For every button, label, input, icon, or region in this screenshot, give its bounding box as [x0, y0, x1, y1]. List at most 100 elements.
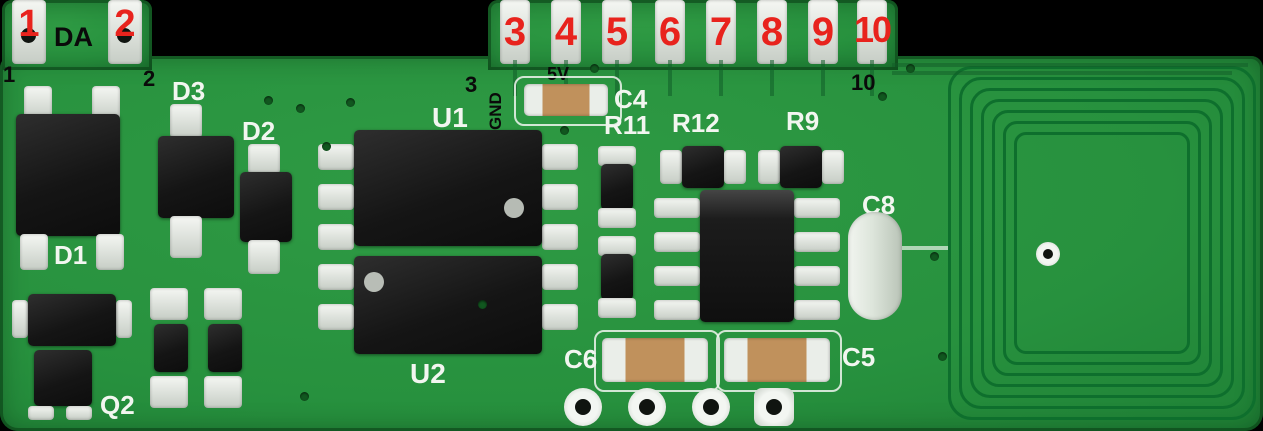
- label-d2: D2: [242, 116, 276, 146]
- edge-number-10: 10: [851, 70, 876, 95]
- r9-pad: [758, 150, 780, 184]
- via: [590, 64, 599, 73]
- capacitor-c5: [724, 338, 830, 382]
- u1-pad: [542, 144, 578, 170]
- label-5v: 5V: [547, 64, 570, 84]
- label-c5: C5: [842, 342, 876, 372]
- pin-pad-3: [500, 0, 530, 64]
- u1-pin1-dot: [504, 198, 524, 218]
- d1-pad: [20, 234, 48, 270]
- resistor-r12: [682, 146, 724, 188]
- u2-pad: [318, 304, 354, 330]
- resistor-r11-a: [601, 164, 633, 210]
- coil-turn: [981, 99, 1223, 387]
- label-c4: C4: [614, 84, 648, 114]
- pin-number-9: 9: [811, 10, 835, 54]
- via: [938, 352, 947, 361]
- via: [300, 392, 309, 401]
- ic-u2: [354, 256, 542, 354]
- diode-d2: [240, 172, 292, 242]
- r12-pad: [660, 150, 682, 184]
- label-c6: C6: [564, 344, 598, 374]
- via: [346, 98, 355, 107]
- pin-number-10: 10: [853, 9, 892, 50]
- soic8-lead: [794, 198, 840, 218]
- capacitor-c8: [848, 212, 902, 320]
- cluster-chip: [154, 324, 188, 372]
- pin-pad-8: [757, 0, 787, 64]
- label-da: DA: [54, 22, 93, 52]
- via: [478, 300, 487, 309]
- label-u1: U1: [432, 102, 468, 133]
- u1-pad: [318, 184, 354, 210]
- q2-pad: [66, 406, 92, 420]
- d2-pad: [248, 144, 280, 174]
- pin-number-3: 3: [503, 10, 527, 54]
- label-r12: R12: [672, 108, 720, 138]
- edge-number-2: 2: [143, 66, 156, 91]
- via: [878, 92, 887, 101]
- q2-pad: [116, 300, 132, 338]
- label-u2: U2: [410, 358, 446, 389]
- q2-pad: [28, 406, 54, 420]
- u1-pad: [318, 224, 354, 250]
- soic8-lead: [794, 266, 840, 286]
- pin-pad-6: [655, 0, 685, 64]
- u1-pad: [542, 184, 578, 210]
- cluster-pad: [150, 376, 188, 408]
- pin-hole-1: [21, 28, 36, 43]
- pin-pad-7: [706, 0, 736, 64]
- soic8-lead: [794, 300, 840, 320]
- u2-pad: [542, 304, 578, 330]
- soic8-lead: [654, 300, 700, 320]
- trace: [892, 63, 1248, 67]
- label-gnd: GND: [486, 92, 505, 130]
- via: [296, 104, 305, 113]
- cluster-pad: [150, 288, 188, 320]
- pin-pad-5: [602, 0, 632, 64]
- trace: [870, 60, 874, 96]
- u2-pin1-dot: [364, 272, 384, 292]
- diode-d3: [158, 136, 234, 218]
- r11-pad: [598, 208, 636, 228]
- trace: [668, 60, 672, 96]
- label-r9: R9: [786, 106, 820, 136]
- r11-pad: [598, 236, 636, 256]
- mount-hole: [703, 399, 719, 415]
- pin-pad-9: [808, 0, 838, 64]
- label-q2: Q2: [100, 390, 135, 420]
- trace: [719, 60, 723, 96]
- via: [322, 142, 331, 151]
- capacitor-c4: [524, 84, 608, 116]
- pin-hole-2: [117, 28, 132, 43]
- label-d3: D3: [172, 76, 206, 106]
- pin-number-1: 1: [18, 3, 40, 45]
- via: [264, 96, 273, 105]
- pin-number-6: 6: [658, 10, 682, 54]
- via: [906, 64, 915, 73]
- r9-pad: [822, 150, 844, 184]
- cluster-pad: [204, 288, 242, 320]
- coil-center-hole: [1043, 249, 1053, 259]
- d2-pad: [248, 240, 280, 274]
- u1-pad: [542, 224, 578, 250]
- trace: [564, 60, 568, 96]
- via: [930, 252, 939, 261]
- edge-number-3: 3: [465, 72, 478, 97]
- trace: [892, 71, 1232, 75]
- pin-number-5: 5: [605, 10, 629, 54]
- pin-pad-10: [857, 0, 887, 64]
- soic8-lead: [654, 232, 700, 252]
- cluster-chip: [208, 324, 242, 372]
- via: [560, 126, 569, 135]
- mount-hole: [766, 399, 782, 415]
- r11-pad: [598, 146, 636, 166]
- ic-u1: [354, 130, 542, 246]
- label-d1: D1: [54, 240, 88, 270]
- soic8-lead: [794, 232, 840, 252]
- c4-outline: [514, 76, 622, 126]
- u2-pad: [318, 264, 354, 290]
- bridge-rectifier-d1: [16, 114, 120, 236]
- edge-number-1: 1: [3, 62, 16, 87]
